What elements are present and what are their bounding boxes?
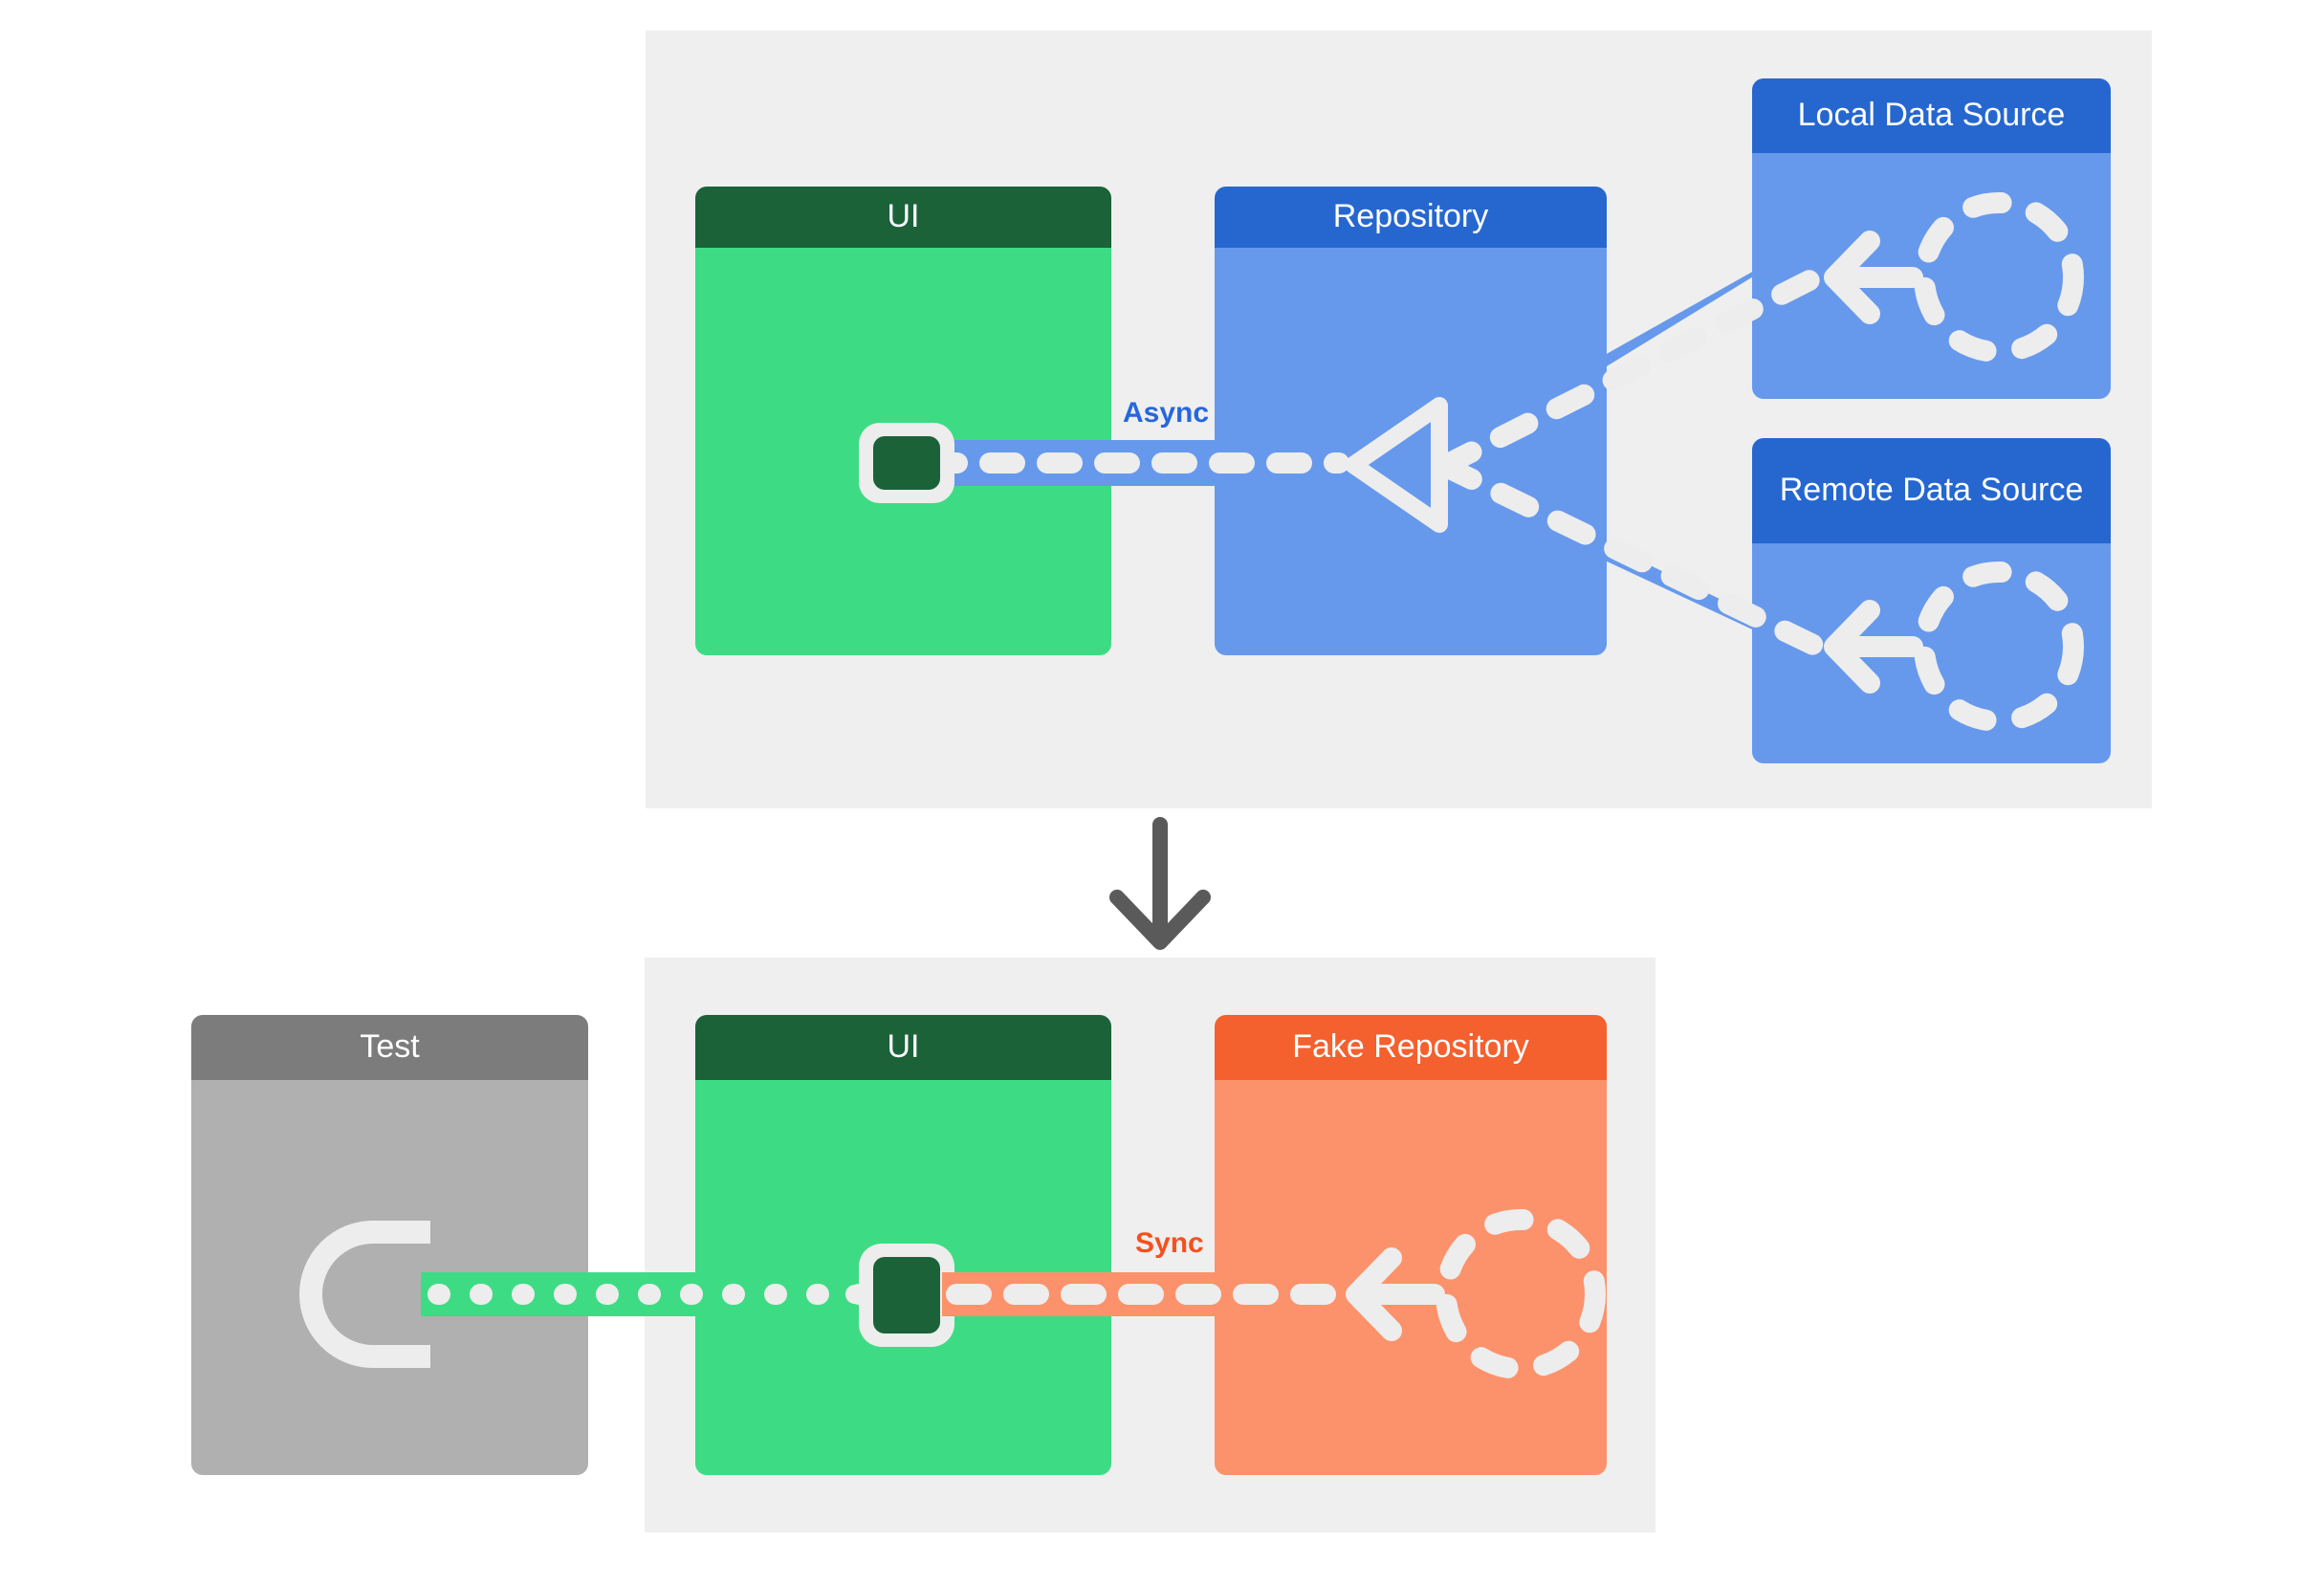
node-remote-data-source-body <box>1752 543 2111 763</box>
node-remote-data-source-header: Remote Data Source <box>1752 438 2111 543</box>
node-remote-data-source-label: Remote Data Source <box>1779 472 2084 509</box>
node-fake-repository[interactable]: Fake Repository <box>1215 1015 1607 1475</box>
node-test-label: Test <box>360 1028 420 1066</box>
node-repository-label: Repository <box>1332 198 1489 235</box>
node-test-body <box>191 1080 588 1475</box>
node-local-data-source-body <box>1752 153 2111 399</box>
node-test-header: Test <box>191 1015 588 1080</box>
node-ui-test-body <box>695 1080 1111 1475</box>
node-repository-body <box>1215 248 1607 655</box>
node-ui-production-label: UI <box>887 198 920 235</box>
node-test[interactable]: Test <box>191 1015 588 1475</box>
node-ui-test[interactable]: UI <box>695 1015 1111 1475</box>
node-fake-repository-header: Fake Repository <box>1215 1015 1607 1080</box>
node-ui-production-body <box>695 248 1111 655</box>
node-remote-data-source[interactable]: Remote Data Source <box>1752 438 2111 763</box>
node-fake-repository-body <box>1215 1080 1607 1475</box>
node-local-data-source-label: Local Data Source <box>1797 97 2066 134</box>
node-repository-header: Repository <box>1215 187 1607 248</box>
node-repository[interactable]: Repository <box>1215 187 1607 655</box>
node-fake-repository-label: Fake Repository <box>1292 1028 1529 1066</box>
edge-label-async: Async <box>1119 397 1214 430</box>
edge-label-sync: Sync <box>1131 1227 1208 1260</box>
node-ui-test-header: UI <box>695 1015 1111 1080</box>
node-local-data-source[interactable]: Local Data Source <box>1752 78 2111 399</box>
node-ui-test-label: UI <box>887 1028 920 1066</box>
node-local-data-source-header: Local Data Source <box>1752 78 2111 153</box>
node-ui-production[interactable]: UI <box>695 187 1111 655</box>
node-ui-production-header: UI <box>695 187 1111 248</box>
section-flow-arrow-icon <box>1109 817 1211 950</box>
